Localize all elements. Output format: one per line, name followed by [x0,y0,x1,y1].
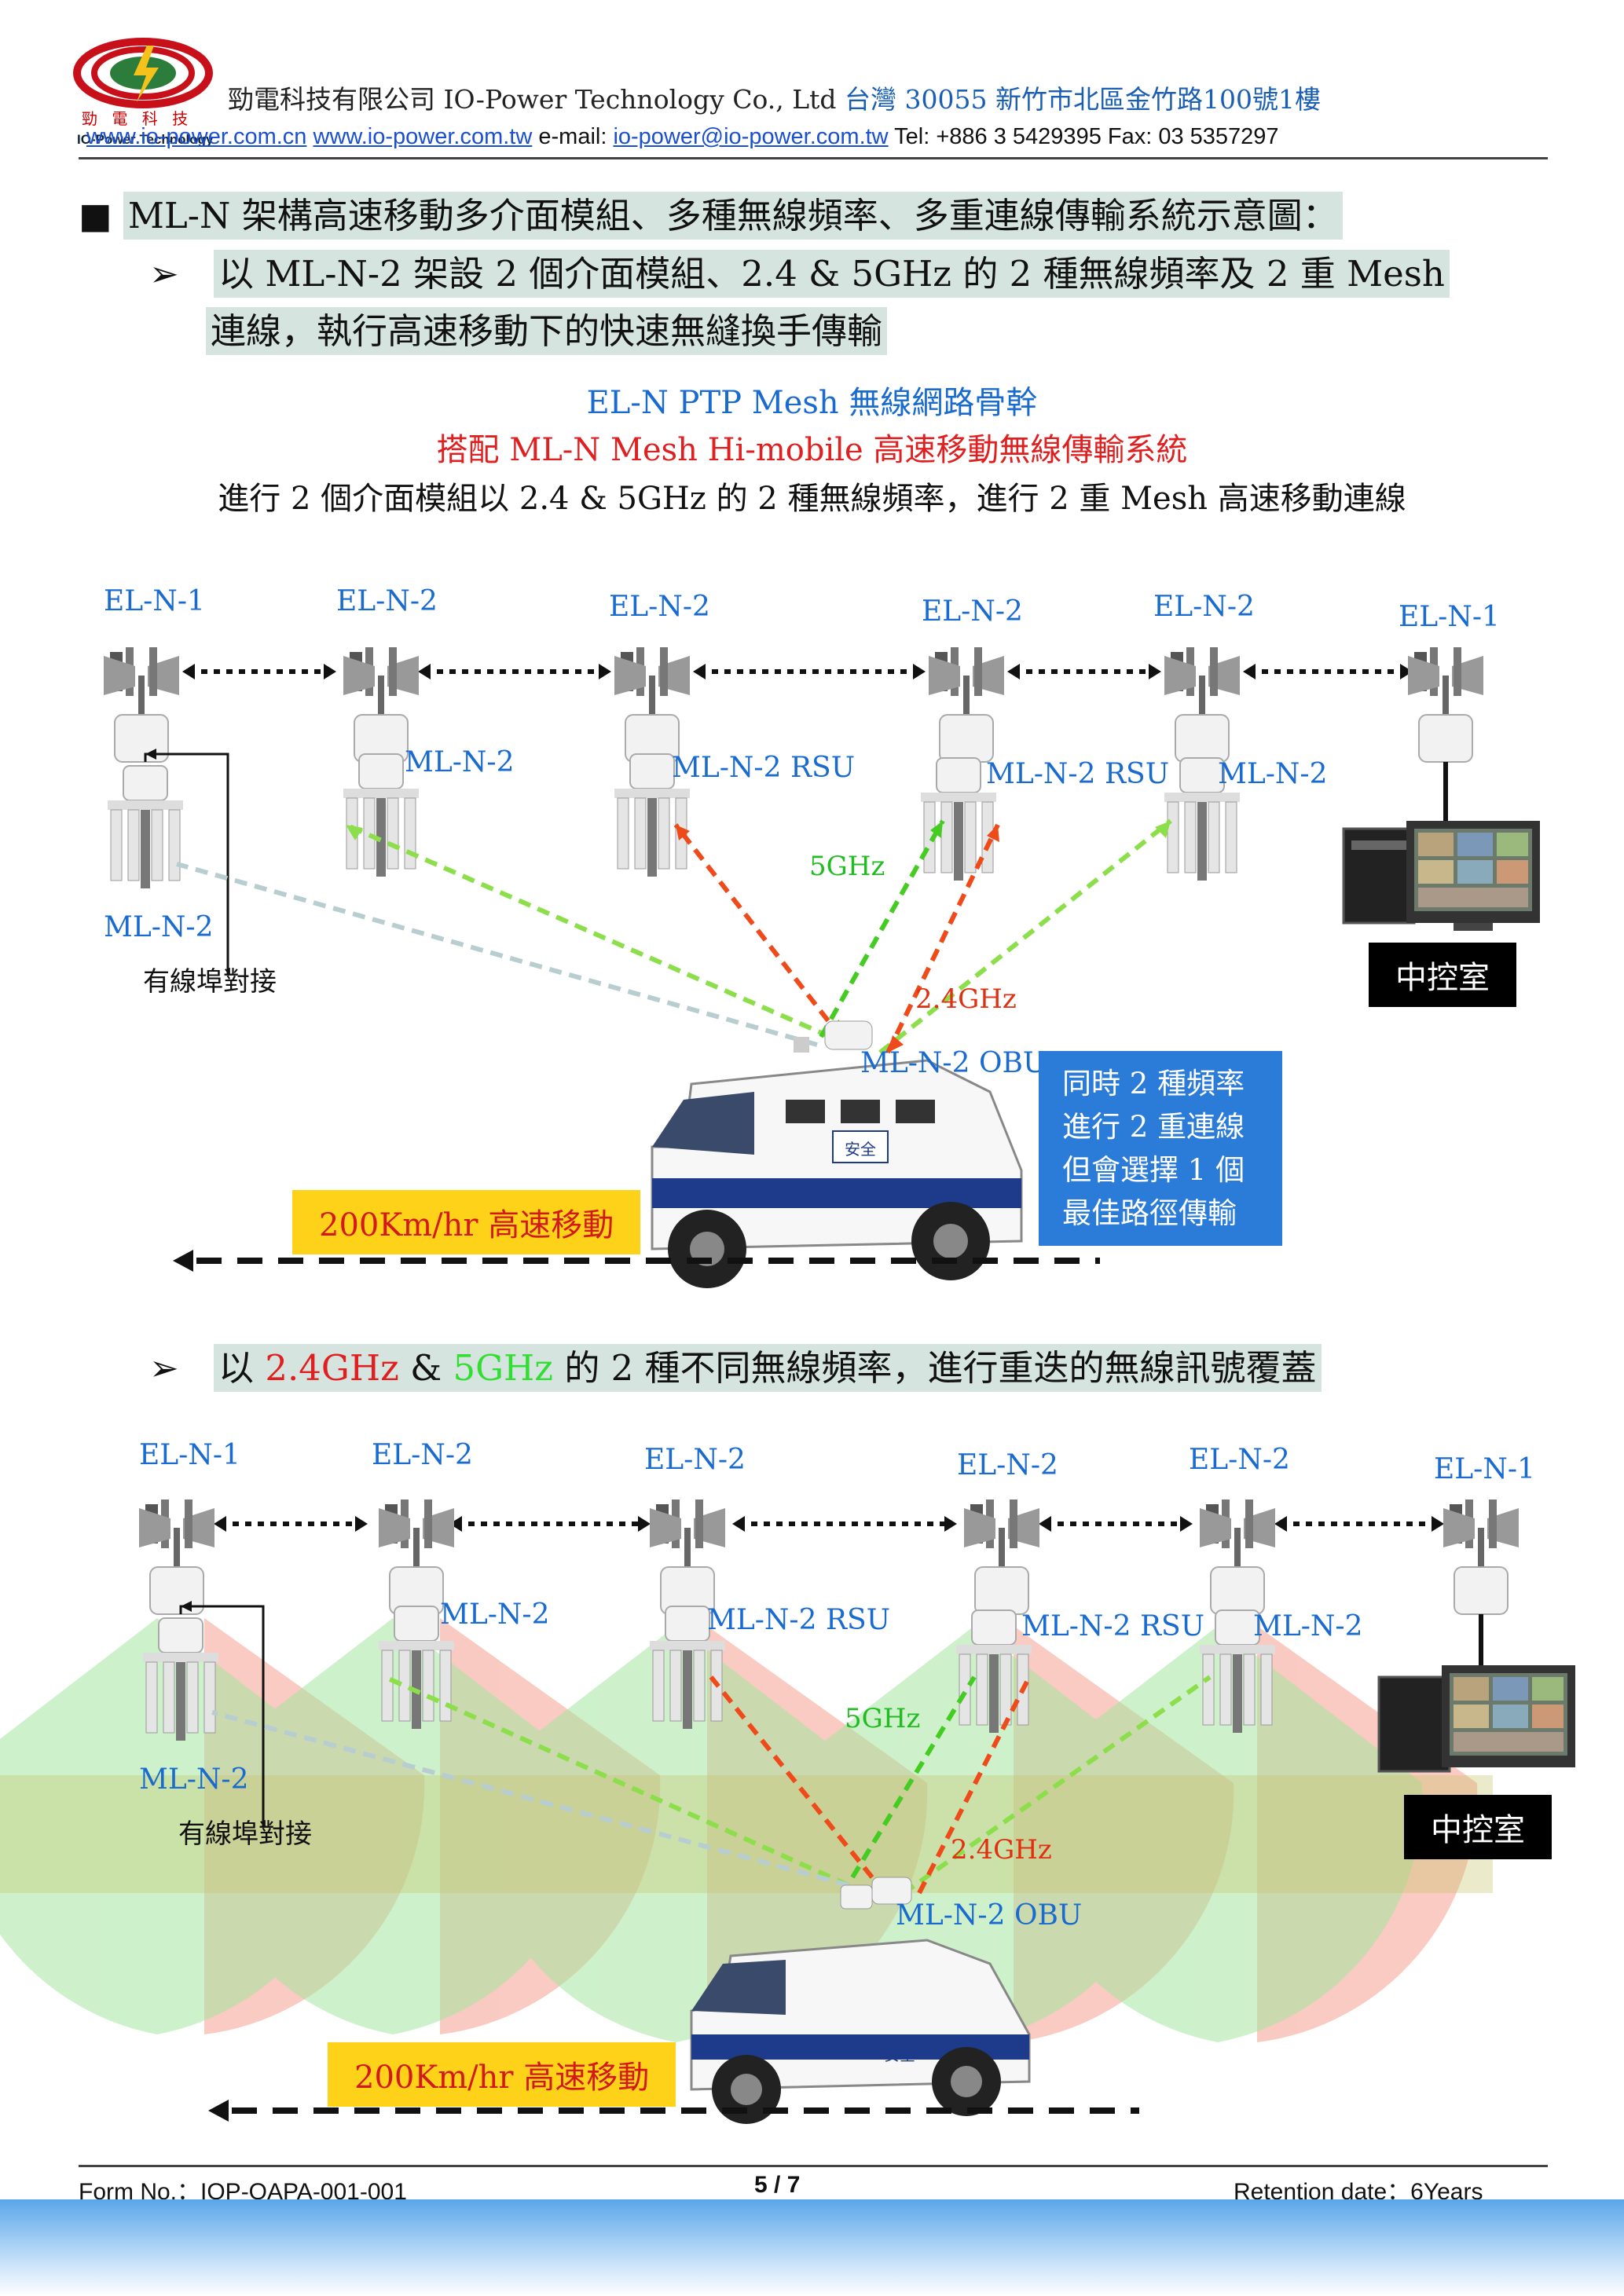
d2-top-label-4: EL-N-2 [957,1449,1058,1481]
d2-van-text: 安全 [884,2045,915,2064]
section-title: ■ ML-N 架構高速移動多介面模組、多種無線頻率、多重連線傳輸系統示意圖： [79,187,1343,240]
info-line-1: 同時 2 種頻率 [1062,1067,1245,1100]
d1-top-label-1: EL-N-1 [104,585,205,617]
d2-top-label-1: EL-N-1 [139,1439,240,1471]
footer-divider [79,2165,1548,2167]
arrow-bullet: ➢ [149,253,179,295]
bullet-square: ■ [79,195,112,236]
company-name-cn: 勁電科技有限公司 [228,84,435,115]
footer-page-number: 5 / 7 [754,2172,801,2198]
d2-top-label-2: EL-N-2 [372,1439,473,1471]
company-logo [72,38,214,108]
d2-wired-label: 有線埠對接 [178,1818,312,1850]
sub2-prefix: 以 [218,1347,266,1389]
website-tw-link[interactable]: www.io-power.com.tw [313,124,533,149]
d1-obu-label: ML-N-2 OBU [860,1047,1047,1079]
contact-line: www.io-power.com.cn www.io-power.com.tw … [86,124,1279,150]
phone-fax: Tel: +886 3 5429395 Fax: 03 5357297 [894,124,1279,149]
subtitle-1: ➢ 以 ML-N-2 架設 2 個介面模組、2.4 & 5GHz 的 2 種無線… [149,245,1450,298]
subtitle-2: ➢ 以 2.4GHz & 5GHz 的 2 種不同無線頻率，進行重迭的無線訊號覆… [149,1339,1322,1392]
d1-top-label-6: EL-N-1 [1399,601,1500,633]
sub2-amp: & [398,1347,453,1389]
d2-ml-label: ML-N-2 [139,1763,249,1796]
subtitle-1-cont: 連線，執行高速移動下的快速無縫換手傳輸 [206,302,888,355]
d2-speed-badge: 200Km/hr 高速移動 [328,2042,676,2107]
email-link[interactable]: io-power@io-power.com.tw [613,124,889,149]
subtitle-1-line2: 連線，執行高速移動下的快速無縫換手傳輸 [206,307,888,355]
d1-mid-label-2: ML-N-2 RSU [672,752,856,784]
d1-top-label-3: EL-N-2 [609,591,710,623]
d2-mid-label-1: ML-N-2 [440,1598,550,1631]
subtitle-1-line1: 以 ML-N-2 架設 2 個介面模組、2.4 & 5GHz 的 2 種無線頻率… [214,250,1450,298]
d1-ml-label: ML-N-2 [104,911,214,943]
d1-mid-label-1: ML-N-2 [405,746,515,778]
email-label: e-mail: [538,124,607,149]
d2-5ghz-label: 5GHz [845,1703,921,1734]
d1-top-label-4: EL-N-2 [922,595,1023,628]
d2-mid-label-4: ML-N-2 [1253,1610,1363,1642]
d1-info-box: 同時 2 種頻率 進行 2 重連線 但會選擇 1 個 最佳路徑傳輸 [1039,1051,1282,1246]
info-line-3: 但會選擇 1 個 [1062,1153,1245,1187]
header-divider [79,157,1548,159]
d2-control-room: 中控室 [1404,1795,1552,1859]
company-address: 台灣 30055 新竹市北區金竹路100號1樓 [845,84,1321,115]
d1-top-label-2: EL-N-2 [336,585,438,617]
subtitle-2-text: 以 2.4GHz & 5GHz 的 2 種不同無線頻率，進行重迭的無線訊號覆蓋 [214,1344,1322,1392]
d2-24ghz-label: 2.4GHz [951,1834,1052,1866]
company-line: 勁電科技有限公司 IO-Power Technology Co., Ltd 台灣… [228,79,1321,116]
logo-chinese-caption: 勁 電 科 技 [82,109,193,128]
info-line-2: 進行 2 重連線 [1062,1110,1245,1144]
sub2-suffix: 的 2 種不同無線頻率，進行重迭的無線訊號覆蓋 [553,1347,1317,1389]
website-cn-link[interactable]: www.io-power.com.cn [86,124,307,149]
caption-line-2: 搭配 ML-N Mesh Hi-mobile 高速移動無線傳輸系統 [436,432,1188,468]
d1-24ghz-label: 2.4GHz [915,983,1017,1015]
arrow-bullet-2: ➢ [149,1347,179,1389]
d1-top-label-5: EL-N-2 [1153,591,1255,623]
info-line-4: 最佳路徑傳輸 [1062,1196,1237,1230]
d1-5ghz-label: 5GHz [809,851,885,882]
d2-top-label-3: EL-N-2 [644,1444,746,1476]
sub2-5ghz: 5GHz [453,1347,554,1389]
logo-english-caption: IO-Power Technology [77,132,214,147]
sub2-24ghz: 2.4GHz [265,1347,399,1389]
d1-mid-label-4: ML-N-2 [1218,758,1328,790]
diagram-2-graphics [0,1499,1575,2124]
footer-band [0,2199,1624,2296]
d1-mid-label-3: ML-N-2 RSU [986,758,1170,790]
company-name-en: IO-Power Technology Co., Ltd [443,84,837,115]
diagram-1-graphics [103,646,1540,1288]
d1-wired-label: 有線埠對接 [143,966,277,998]
section-title-text: ML-N 架構高速移動多介面模組、多種無線頻率、多重連線傳輸系統示意圖： [123,192,1343,240]
caption-line-1: EL-N PTP Mesh 無線網路骨幹 [586,385,1038,421]
d2-mid-label-3: ML-N-2 RSU [1021,1610,1205,1642]
d2-top-label-6: EL-N-1 [1434,1453,1535,1485]
d2-top-label-5: EL-N-2 [1189,1444,1290,1476]
caption-line-3: 進行 2 個介面模組以 2.4 & 5GHz 的 2 種無線頻率，進行 2 重 … [218,481,1406,517]
d1-speed-badge: 200Km/hr 高速移動 [292,1190,641,1254]
d2-mid-label-2: ML-N-2 RSU [707,1604,891,1636]
d1-van-text: 安全 [845,1140,876,1159]
d2-obu-label: ML-N-2 OBU [896,1899,1083,1932]
d1-control-room: 中控室 [1369,943,1516,1007]
